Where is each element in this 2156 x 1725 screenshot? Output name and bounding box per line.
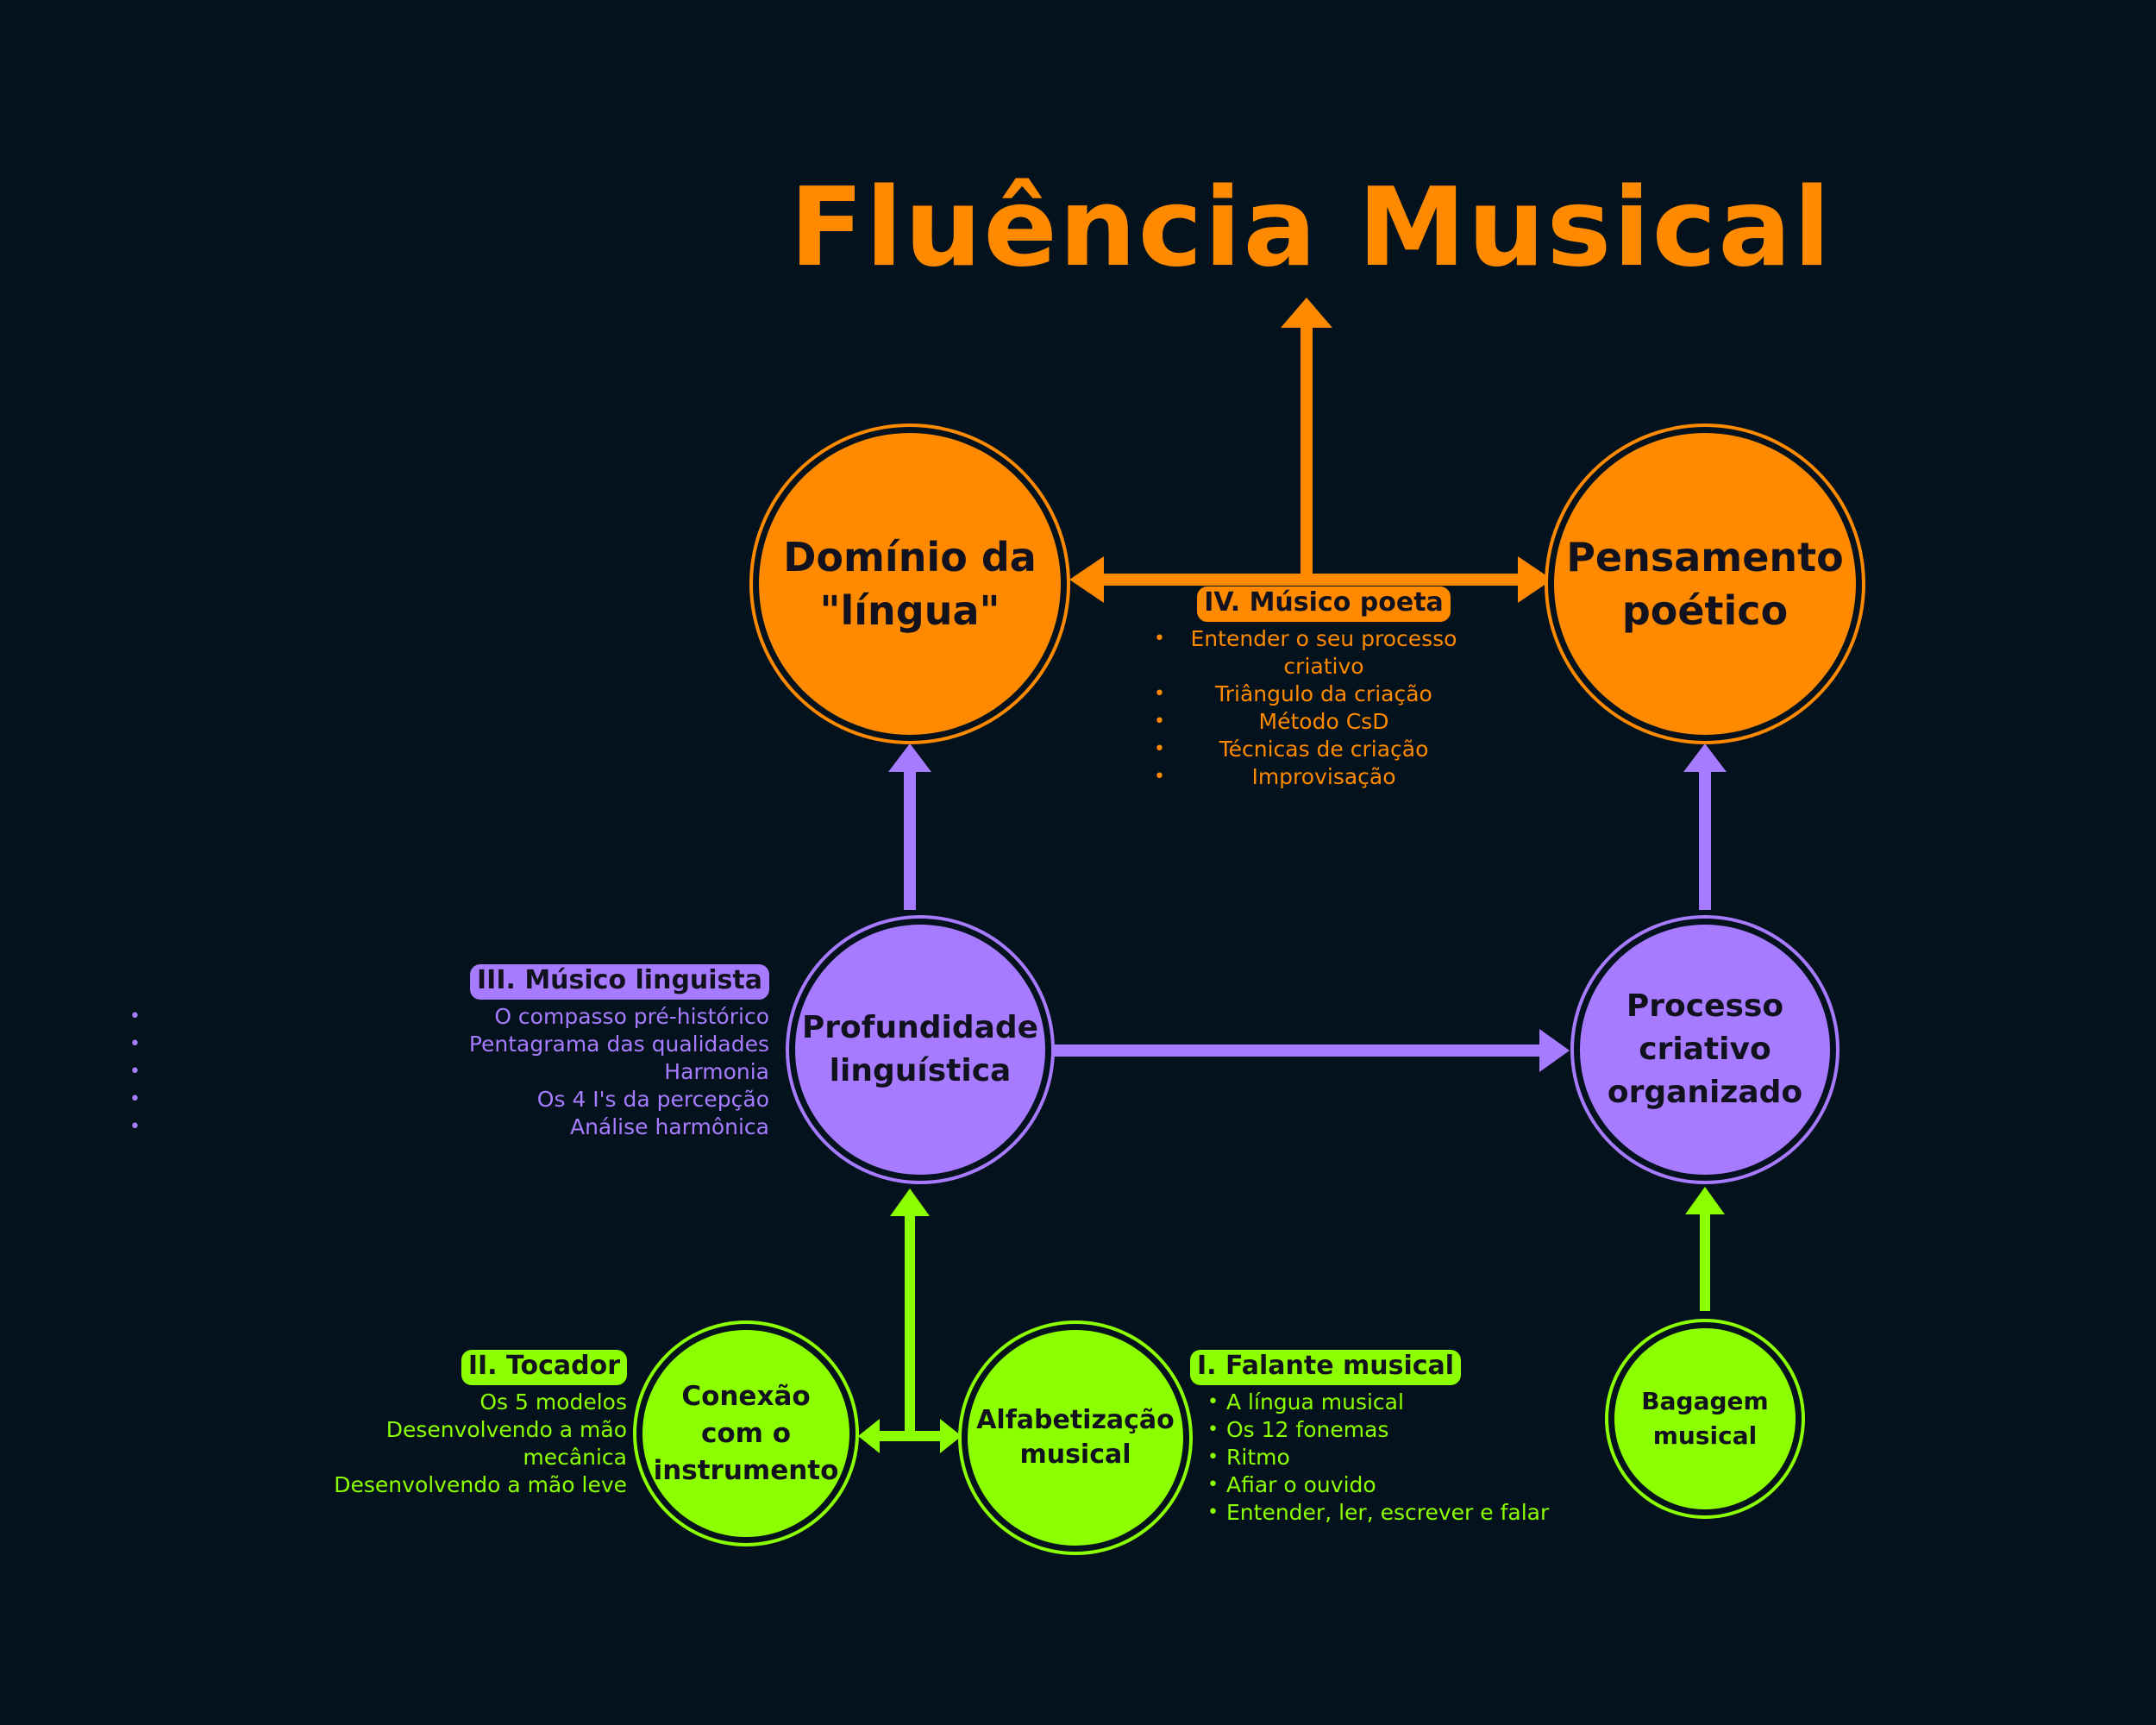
arrow-head-title bbox=[1281, 298, 1332, 328]
section-iii-item: Análise harmônica bbox=[129, 1113, 769, 1141]
section-ii-tocador: II. Tocador Os 5 modelos Desenvolvendo a… bbox=[306, 1350, 627, 1499]
section-iii-list: O compasso pré-histórico Pentagrama das … bbox=[129, 1003, 769, 1141]
arrow-head-dominio bbox=[1069, 556, 1104, 603]
section-iii-heading: III. Músico linguista bbox=[470, 964, 769, 1000]
page-title: Fluência Musical bbox=[789, 164, 1833, 291]
node-conexao-instrumento: Conexão com o instrumento bbox=[642, 1330, 849, 1537]
section-iii-item: Pentagrama das qualidades bbox=[129, 1031, 769, 1058]
arrow-head-alfabetizacao bbox=[940, 1419, 962, 1453]
section-iii-item: Harmonia bbox=[129, 1058, 769, 1086]
section-ii-item: Desenvolvendo a mão leve bbox=[306, 1471, 627, 1499]
section-i-item: Afiar o ouvido bbox=[1207, 1471, 1552, 1499]
section-iii-item: O compasso pré-histórico bbox=[129, 1003, 769, 1031]
section-iv-item: Método CsD bbox=[1154, 708, 1466, 736]
node-processo-criativo: Processo criativo organizado bbox=[1580, 925, 1830, 1175]
section-ii-list: Os 5 modelos Desenvolvendo a mão mecânic… bbox=[306, 1389, 627, 1499]
section-ii-heading: II. Tocador bbox=[461, 1350, 627, 1385]
section-iv-list: Entender o seu processo criativo Triângu… bbox=[1154, 625, 1466, 791]
arrow-head-pensamento-up bbox=[1683, 743, 1727, 772]
section-iv-musico-poeta: IV. Músico poeta Entender o seu processo… bbox=[1154, 586, 1466, 791]
node-conexao-label: Conexão com o instrumento bbox=[653, 1380, 839, 1486]
arrow-head-processo bbox=[1539, 1029, 1570, 1072]
node-processo-label: Processo criativo organizado bbox=[1607, 988, 1803, 1110]
section-ii-item: mecânica bbox=[523, 1444, 627, 1470]
arrow-head-conexao bbox=[858, 1419, 880, 1453]
node-profundidade-linguistica: Profundidade linguística bbox=[795, 925, 1045, 1175]
node-bagagem-label: Bagagem musical bbox=[1641, 1387, 1769, 1450]
arrow-head-processo-up bbox=[1685, 1187, 1725, 1214]
section-iv-item: Técnicas de criação bbox=[1154, 736, 1466, 763]
section-iv-item: Improvisação bbox=[1154, 763, 1466, 791]
section-iv-heading: IV. Músico poeta bbox=[1197, 586, 1451, 622]
node-profundidade-label: Profundidade linguística bbox=[801, 1010, 1039, 1088]
section-ii-item: Os 5 modelos bbox=[306, 1389, 627, 1416]
node-dominio-label: Domínio da "língua" bbox=[783, 534, 1037, 634]
node-alfabetizacao-musical: Alfabetização musical bbox=[968, 1330, 1183, 1546]
arrow-head-pensamento bbox=[1518, 556, 1552, 603]
arrow-head-profundidade bbox=[890, 1189, 930, 1216]
section-iv-item: Entender o seu processo bbox=[1154, 625, 1466, 653]
section-iv-item: Triângulo da criação bbox=[1154, 681, 1466, 708]
section-i-item: A língua musical bbox=[1207, 1389, 1552, 1416]
section-iii-item: Os 4 I's da percepção bbox=[129, 1086, 769, 1113]
section-i-item: Entender, ler, escrever e falar bbox=[1207, 1499, 1552, 1527]
node-alfabetizacao-label: Alfabetização musical bbox=[976, 1405, 1175, 1470]
node-dominio-da-lingua: Domínio da "língua" bbox=[759, 433, 1061, 735]
section-i-heading: I. Falante musical bbox=[1190, 1350, 1462, 1385]
section-i-item: Ritmo bbox=[1207, 1444, 1552, 1471]
section-iii-musico-linguista: III. Músico linguista O compasso pré-his… bbox=[129, 964, 769, 1141]
section-i-item: Os 12 fonemas bbox=[1207, 1416, 1552, 1444]
node-pensamento-label: Pensamento poético bbox=[1566, 534, 1844, 634]
arrow-head-dominio-up bbox=[888, 743, 931, 772]
section-ii-item: Desenvolvendo a mão bbox=[306, 1416, 627, 1444]
node-pensamento-poetico: Pensamento poético bbox=[1554, 433, 1856, 735]
node-bagagem-musical: Bagagem musical bbox=[1614, 1328, 1796, 1509]
section-iv-item: criativo bbox=[1283, 653, 1364, 679]
section-i-list: A língua musical Os 12 fonemas Ritmo Afi… bbox=[1190, 1389, 1552, 1527]
section-i-falante-musical: I. Falante musical A língua musical Os 1… bbox=[1190, 1350, 1552, 1527]
